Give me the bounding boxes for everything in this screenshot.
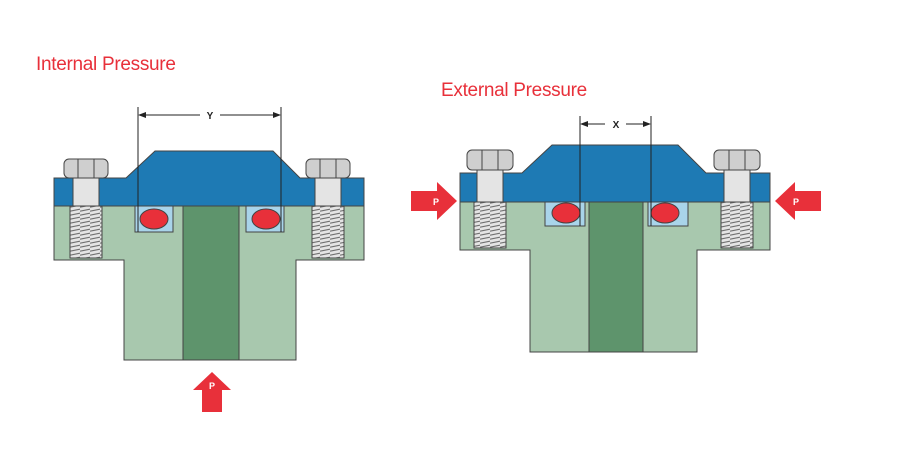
internal-dimension-y xyxy=(137,107,282,232)
internal-pressure-label: P xyxy=(209,381,215,391)
external-core xyxy=(588,201,644,353)
internal-oring-right xyxy=(251,208,281,230)
internal-core xyxy=(182,205,240,361)
external-bolt-left xyxy=(466,149,514,249)
internal-pressure-diagram: Y P xyxy=(53,107,365,412)
internal-pressure-title: Internal Pressure xyxy=(36,54,176,75)
external-pressure-diagram: X P P xyxy=(411,116,821,353)
internal-bolt-left xyxy=(63,158,109,259)
external-pressure-arrow-right xyxy=(775,182,821,220)
internal-bolt-right xyxy=(305,158,351,259)
external-pressure-title: External Pressure xyxy=(441,80,587,101)
external-oring-left xyxy=(551,202,581,224)
external-pressure-label-left: P xyxy=(433,197,439,207)
internal-oring-left xyxy=(139,208,169,230)
external-pressure-arrow-left xyxy=(411,182,457,220)
internal-pressure-arrow xyxy=(193,372,231,412)
external-dimension-label: X xyxy=(613,120,620,131)
external-bolt-right xyxy=(713,149,761,249)
internal-dimension-label: Y xyxy=(207,111,214,122)
external-oring-right xyxy=(650,202,680,224)
external-pressure-label-right: P xyxy=(793,197,799,207)
